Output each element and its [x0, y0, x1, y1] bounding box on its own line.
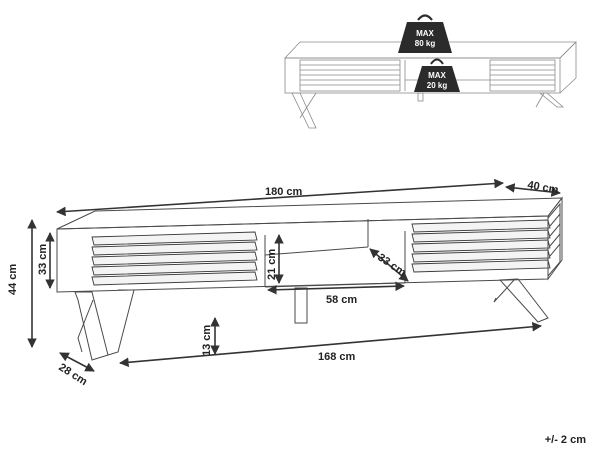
weight-20kg-icon: MAX 20 kg: [414, 58, 460, 92]
shelf-height-label: 21 cm: [266, 249, 278, 280]
body-height-label: 33 cm: [37, 244, 49, 275]
width-label: 180 cm: [265, 186, 303, 198]
weight-top-label: MAX: [416, 29, 434, 38]
shelf-depth-label: 33 cm: [375, 252, 408, 280]
stand-legs: [74, 278, 549, 361]
main-tv-stand: [56, 196, 564, 361]
left-slatted-door: [91, 231, 258, 286]
weight-shelf-value: 20 kg: [427, 81, 448, 90]
shelf-width-label: 58 cm: [326, 294, 357, 306]
weight-shelf-label: MAX: [428, 71, 446, 80]
depth-label: 40 cm: [526, 179, 559, 196]
preview-left-door: [299, 59, 401, 92]
weight-top-value: 80 kg: [415, 39, 436, 48]
dimension-arrows: [27, 178, 561, 372]
tolerance-note: +/- 2 cm: [544, 434, 586, 446]
weight-80kg-icon: MAX 80 kg: [398, 14, 452, 53]
preview-tv-stand: MAX 80 kg MAX 20 kg: [284, 14, 577, 129]
total-height-label: 44 cm: [7, 264, 19, 295]
leg-span-label: 168 cm: [318, 351, 356, 363]
right-slatted-door: [411, 202, 561, 278]
preview-right-door: [489, 59, 556, 92]
leg-height-label: 13 cm: [201, 325, 213, 356]
